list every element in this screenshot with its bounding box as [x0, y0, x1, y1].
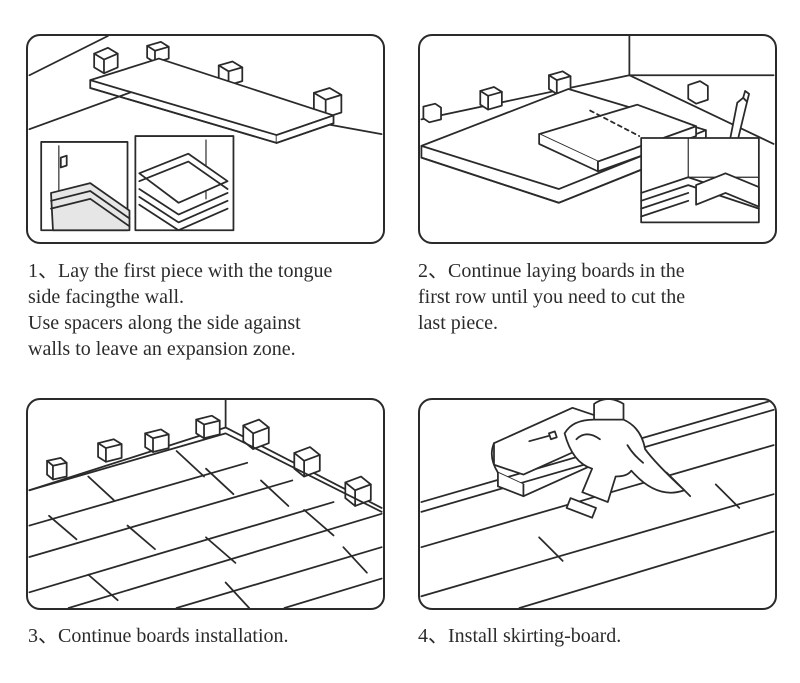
caption-line: 3、Continue boards installation.	[28, 625, 289, 647]
caption-line: first row until you need to cut the	[418, 286, 686, 308]
spacer-icon	[479, 86, 503, 111]
board-installation-drawing	[28, 400, 383, 608]
caption-line: last piece.	[418, 312, 498, 334]
hammer-icon	[563, 400, 686, 519]
spacer-icon	[144, 428, 170, 453]
skirting-board-drawing	[420, 400, 775, 608]
first-row-cut-drawing	[420, 36, 775, 224]
caption-line: walls to leave an expansion zone.	[28, 338, 296, 360]
step-3-illustration	[26, 398, 385, 610]
spacer-icon	[344, 475, 372, 507]
step-2-caption: 2、Continue laying boards in the first ro…	[418, 258, 788, 336]
spacer-icon	[687, 80, 709, 105]
floor-board	[89, 57, 335, 144]
spacer-icon	[242, 418, 270, 450]
step-3-caption: 3、Continue boards installation.	[28, 623, 398, 649]
step-2-illustration	[418, 34, 777, 244]
spacer-icon	[46, 457, 68, 481]
first-board-with-spacers-drawing	[28, 36, 383, 232]
nail-icon	[528, 430, 558, 443]
detail-inset-corner	[640, 137, 760, 224]
spacer-icon	[195, 414, 221, 440]
caption-line: 1、Lay the first piece with the tongue	[28, 260, 333, 282]
caption-line: side facingthe wall.	[28, 286, 185, 308]
caption-line: 4、Install skirting-board.	[418, 625, 622, 647]
detail-inset-right	[134, 135, 235, 232]
step-1-caption: 1、Lay the first piece with the tongue si…	[28, 258, 398, 362]
step-1-illustration	[26, 34, 385, 244]
floor-boards	[28, 432, 383, 608]
caption-line: 2、Continue laying boards in the	[418, 260, 685, 282]
caption-line: Use spacers along the side against	[28, 312, 301, 334]
step-4-caption: 4、Install skirting-board.	[418, 623, 788, 649]
spacer-icon	[293, 446, 321, 478]
spacer-icon	[93, 46, 119, 75]
step-4-illustration	[418, 398, 777, 610]
spacer-icon	[97, 438, 123, 463]
detail-inset-left	[40, 141, 131, 232]
spacer-icon	[422, 102, 442, 124]
